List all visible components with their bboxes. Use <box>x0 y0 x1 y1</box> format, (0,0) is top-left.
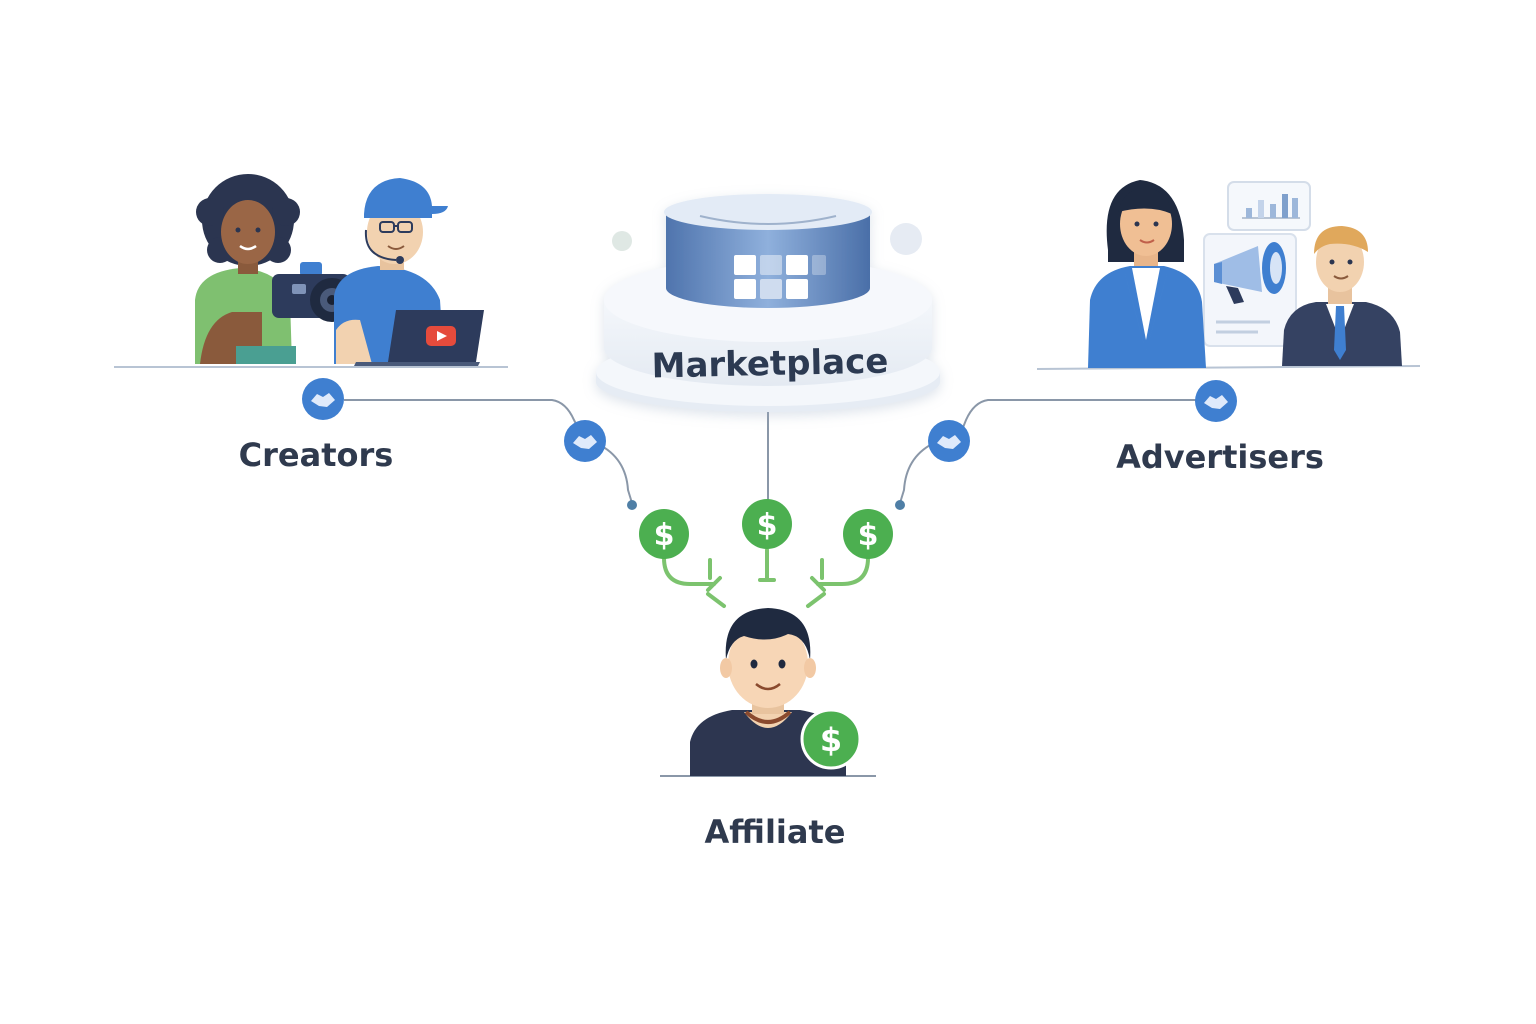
svg-text:$: $ <box>757 508 778 543</box>
advertisers-label: Advertisers <box>1116 438 1324 476</box>
decor-dot <box>612 231 632 251</box>
creators-illustration <box>114 174 508 368</box>
creators-down-connector <box>597 443 633 504</box>
decor-bubble <box>890 223 922 255</box>
connector-dot-right <box>895 500 905 510</box>
bar-chart-icon <box>1227 181 1311 231</box>
creators-label: Creators <box>238 436 394 474</box>
advertisers-illustration <box>1036 180 1421 370</box>
handshake-icon <box>564 420 606 462</box>
megaphone-icon <box>1203 233 1297 347</box>
money-flow-arrows <box>662 548 870 608</box>
svg-text:$: $ <box>820 721 842 759</box>
marketplace-platform <box>596 194 940 412</box>
advertisers-down-connector <box>899 443 933 504</box>
dollar-coin-icon: $ <box>742 499 792 549</box>
handshake-icon <box>302 378 344 420</box>
creator-woman-avatar <box>195 174 300 364</box>
handshake-icon <box>928 420 970 462</box>
laptop-icon <box>354 310 484 366</box>
dollar-coin-icon: $ <box>843 509 893 559</box>
marketplace-label: Marketplace <box>651 341 889 387</box>
connector-dot-left <box>627 500 637 510</box>
svg-text:$: $ <box>654 518 675 553</box>
dollar-coin-icon: $ <box>639 509 689 559</box>
connector-lines <box>344 399 1196 504</box>
creators-connector <box>344 399 585 441</box>
svg-text:$: $ <box>858 518 879 553</box>
marketplace-grid-icon <box>734 255 826 299</box>
affiliate-illustration: $ <box>660 608 876 777</box>
advertisers-connector <box>957 399 1196 441</box>
video-play-icon <box>426 326 456 346</box>
dollar-coin-icon: $ <box>800 708 862 770</box>
affiliate-label: Affiliate <box>704 813 846 851</box>
handshake-icon <box>1195 380 1237 422</box>
advertiser-woman-avatar <box>1088 180 1206 368</box>
advertiser-man-avatar <box>1282 226 1402 366</box>
